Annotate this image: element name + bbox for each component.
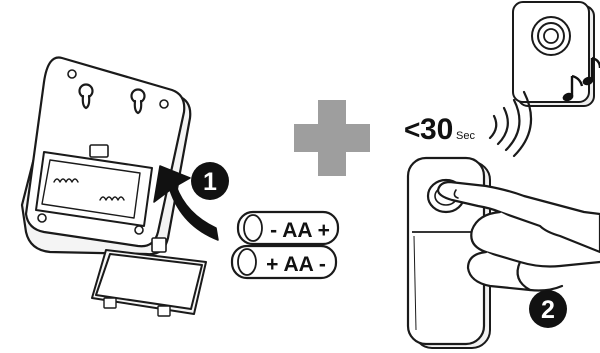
battery-top: - AA +: [238, 212, 338, 244]
seconds-unit: Sec: [456, 130, 475, 142]
receiver-front: [513, 2, 594, 106]
press-duration: < 30 Sec: [404, 113, 475, 146]
step-1-badge: 1: [191, 162, 229, 200]
step-1-number: 1: [203, 168, 217, 196]
battery-bottom: + AA -: [232, 246, 336, 278]
battery-bottom-label: + AA -: [266, 253, 326, 276]
seconds-value: 30: [420, 113, 453, 146]
battery-top-label: - AA +: [270, 219, 330, 242]
plus-icon: [294, 100, 370, 176]
step-2-badge: 2: [529, 290, 567, 328]
receiver-back: [22, 58, 190, 255]
less-than-sign: <: [404, 114, 420, 145]
step-2-number: 2: [541, 296, 555, 324]
